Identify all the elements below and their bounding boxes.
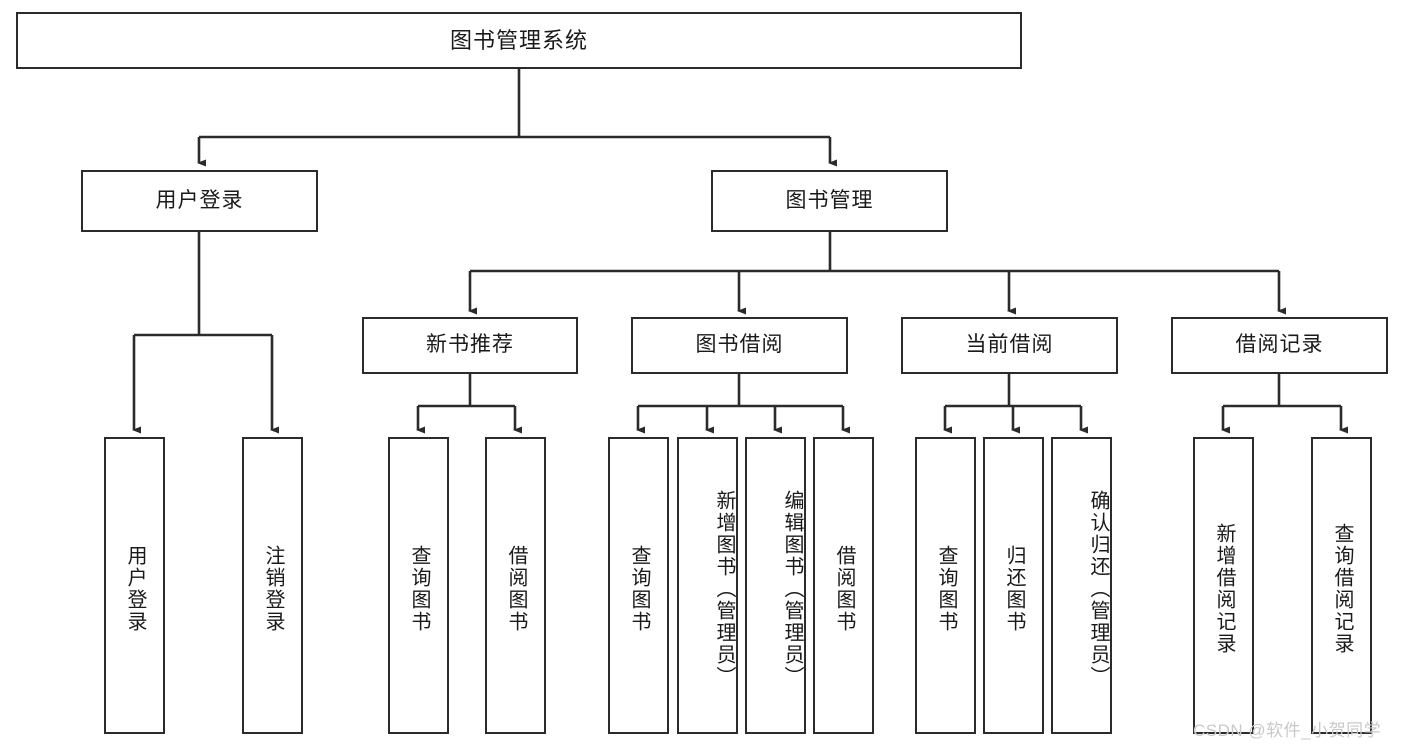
node-leaf-user-logout[interactable]: 注销登录 — [242, 437, 303, 734]
node-leaf-query-record-label: 查询借阅记录 — [1331, 522, 1353, 655]
node-leaf-add-record-label: 新增借阅记录 — [1213, 522, 1235, 655]
node-new-book-recommend[interactable]: 新书推荐 — [362, 317, 578, 374]
node-leaf-user-logout-label: 注销登录 — [262, 544, 284, 633]
node-leaf-query-book-1[interactable]: 查询图书 — [388, 437, 449, 734]
node-leaf-query-book-3[interactable]: 查询图书 — [915, 437, 976, 734]
node-root[interactable]: 图书管理系统 — [16, 12, 1022, 69]
node-borrow-record[interactable]: 借阅记录 — [1171, 317, 1388, 374]
node-leaf-user-login[interactable]: 用户登录 — [104, 437, 165, 734]
node-leaf-edit-book[interactable]: 编辑图书（管理员） — [745, 437, 806, 734]
node-root-label: 图书管理系统 — [449, 27, 588, 53]
node-current-borrow[interactable]: 当前借阅 — [901, 317, 1118, 374]
node-leaf-confirm-return[interactable]: 确认归还（管理员） — [1051, 437, 1112, 734]
node-leaf-borrow-book-1[interactable]: 借阅图书 — [485, 437, 546, 734]
node-borrow-record-label: 借阅记录 — [1235, 333, 1324, 357]
node-leaf-edit-book-label: 编辑图书（管理员） — [781, 489, 803, 688]
node-leaf-borrow-book-2[interactable]: 借阅图书 — [813, 437, 874, 734]
node-book-borrow[interactable]: 图书借阅 — [631, 317, 848, 374]
node-book-manage-label: 图书管理 — [785, 188, 874, 212]
node-leaf-return-book[interactable]: 归还图书 — [983, 437, 1044, 734]
node-book-manage[interactable]: 图书管理 — [711, 170, 948, 232]
node-new-book-recommend-label: 新书推荐 — [426, 333, 514, 357]
node-leaf-borrow-book-1-label: 借阅图书 — [505, 544, 527, 633]
node-leaf-query-record[interactable]: 查询借阅记录 — [1311, 437, 1372, 734]
node-leaf-add-record[interactable]: 新增借阅记录 — [1193, 437, 1254, 734]
node-leaf-query-book-2-label: 查询图书 — [628, 544, 650, 633]
node-user-login-label: 用户登录 — [155, 188, 244, 212]
node-leaf-confirm-return-label: 确认归还（管理员） — [1087, 489, 1109, 688]
node-user-login[interactable]: 用户登录 — [81, 170, 318, 232]
node-leaf-add-book[interactable]: 新增图书（管理员） — [677, 437, 738, 734]
node-leaf-query-book-2[interactable]: 查询图书 — [608, 437, 669, 734]
node-current-borrow-label: 当前借阅 — [965, 333, 1054, 357]
node-leaf-query-book-3-label: 查询图书 — [935, 544, 957, 633]
csdn-watermark: CSDN @软件_小贺同学 — [1193, 721, 1382, 740]
node-leaf-add-book-label: 新增图书（管理员） — [713, 489, 735, 688]
node-leaf-borrow-book-2-label: 借阅图书 — [833, 544, 855, 633]
node-book-borrow-label: 图书借阅 — [695, 333, 784, 357]
node-leaf-return-book-label: 归还图书 — [1003, 544, 1025, 633]
node-leaf-user-login-label: 用户登录 — [124, 544, 146, 633]
node-leaf-query-book-1-label: 查询图书 — [408, 544, 430, 633]
